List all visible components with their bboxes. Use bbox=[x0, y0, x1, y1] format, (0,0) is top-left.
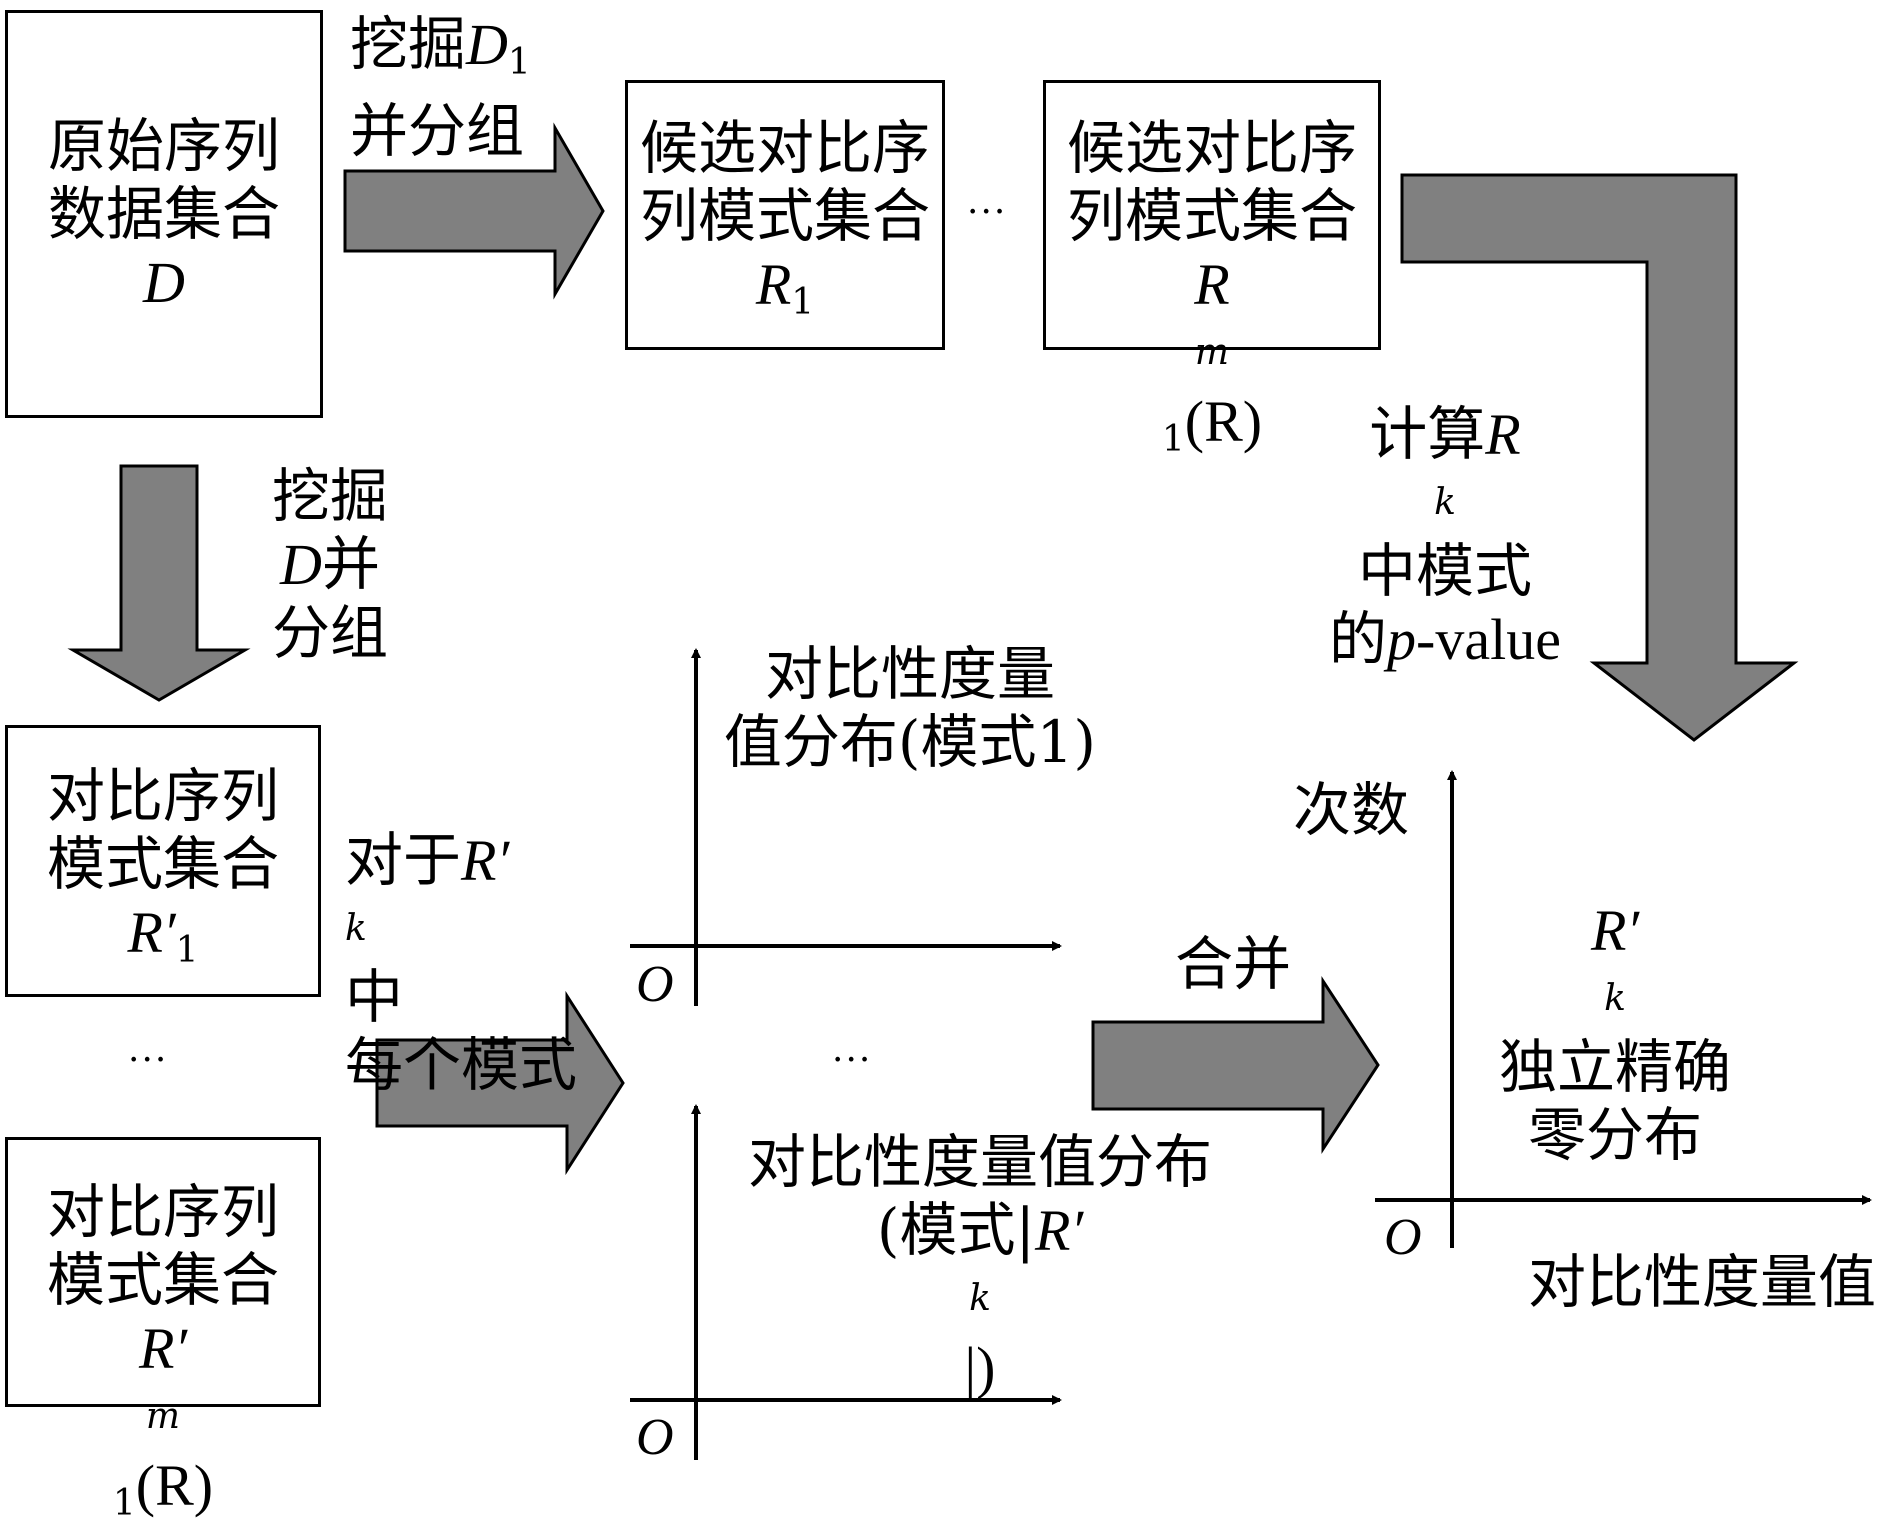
original-data-label: 原始序列 数据集合 D bbox=[5, 112, 323, 317]
candidate-r1-box bbox=[625, 80, 945, 350]
candidate-rm-line1: 候选对比序 bbox=[1066, 114, 1357, 182]
original-data-line2: 数据集合 bbox=[47, 180, 280, 248]
original-data-box bbox=[5, 10, 323, 418]
contrast-r1-symbol: R′ bbox=[127, 900, 176, 965]
candidate-rm-sub-1: 1 bbox=[1161, 419, 1185, 460]
pvalue-value: -value bbox=[1416, 607, 1561, 672]
candidate-rm-symbol: R bbox=[1194, 252, 1230, 317]
ellipsis-top: ··· bbox=[967, 192, 1008, 233]
original-data-symbol: D bbox=[143, 250, 185, 315]
each-pattern-in: 中 bbox=[345, 963, 404, 1031]
mine-d1-symbol: D bbox=[466, 12, 508, 77]
plot1-title-line1: 对比性度量 bbox=[764, 640, 1055, 708]
mine-d-symbol: D bbox=[280, 532, 322, 597]
contrast-rm-line1: 对比序列 bbox=[46, 1178, 279, 1246]
mine-d1-verb: 挖掘 bbox=[350, 10, 467, 78]
pvalue-symbol: R bbox=[1485, 402, 1521, 467]
ellipsis-middle: ··· bbox=[832, 1040, 873, 1081]
plot1-origin: O bbox=[636, 956, 674, 1013]
ellipsis-left: ··· bbox=[128, 1040, 169, 1081]
candidate-rm-box bbox=[1043, 80, 1381, 350]
contrast-r1-sub: 1 bbox=[175, 930, 199, 971]
pvalue-of: 的 bbox=[1329, 605, 1388, 673]
null-title-symbol: R′ bbox=[1590, 898, 1640, 963]
pvalue-line1-tail: 中模式 bbox=[1357, 537, 1532, 605]
contrast-r1-box bbox=[5, 725, 321, 997]
contrast-rm-sub-m: m bbox=[145, 1396, 181, 1437]
candidate-rm-tail: (R) bbox=[1184, 389, 1263, 454]
each-pattern-sub: k bbox=[345, 908, 367, 949]
plotk-title-open: (模式| bbox=[876, 1196, 1036, 1264]
contrast-r1-line2: 模式集合 bbox=[46, 830, 279, 898]
candidate-r1-line1: 候选对比序 bbox=[639, 114, 930, 182]
contrast-r1-line1: 对比序列 bbox=[46, 762, 279, 830]
arrow-mine-d1 bbox=[343, 122, 605, 300]
mine-d-label: 挖掘 D并 分组 bbox=[265, 462, 395, 667]
plotk-title: 对比性度量值分布 (模式|R′ k |) bbox=[720, 1128, 1240, 1402]
plotk-title-sub: k bbox=[969, 1278, 991, 1319]
candidate-r1-sub: 1 bbox=[791, 282, 815, 323]
plotk-title-close: |) bbox=[964, 1335, 996, 1400]
mine-d1-line2: 并分组 bbox=[350, 97, 525, 165]
mine-d1-sub: 1 bbox=[507, 42, 531, 83]
null-origin: O bbox=[1384, 1209, 1422, 1266]
diagram-canvas bbox=[67, 122, 1872, 1460]
contrast-rm-label: 对比序列 模式集合 R′ m 1(R) bbox=[5, 1178, 321, 1538]
null-title-sub: k bbox=[1604, 978, 1626, 1019]
plotk-origin: O bbox=[636, 1409, 674, 1466]
null-xlabel: 对比性度量值 bbox=[1528, 1248, 1877, 1316]
contrast-rm-tail: (R) bbox=[135, 1453, 214, 1518]
arrow-mine-d bbox=[67, 464, 251, 702]
each-pattern-for: 对于 bbox=[345, 826, 462, 894]
plot1-title-line2: 值分布(模式1) bbox=[723, 708, 1097, 776]
mine-d-line1: 挖掘 bbox=[271, 462, 388, 530]
contrast-rm-sub-1: 1 bbox=[112, 1483, 136, 1524]
candidate-r1-line2: 列模式集合 bbox=[639, 182, 930, 250]
contrast-r1-label: 对比序列 模式集合 R′1 bbox=[5, 762, 321, 985]
null-ylabel: 次数 bbox=[1293, 776, 1410, 844]
each-pattern-symbol: R′ bbox=[461, 828, 510, 893]
each-pattern-line2: 每个模式 bbox=[345, 1031, 578, 1099]
arrow-merge bbox=[1091, 975, 1380, 1155]
mine-d-line3: 分组 bbox=[271, 599, 388, 667]
candidate-rm-line2: 列模式集合 bbox=[1066, 182, 1357, 250]
null-title-line2: 独立精确 bbox=[1498, 1033, 1731, 1101]
plotk-title-line1: 对比性度量值分布 bbox=[747, 1128, 1212, 1196]
contrast-rm-line2: 模式集合 bbox=[46, 1246, 279, 1314]
mine-d1-label: 挖掘D1 并分组 bbox=[350, 10, 531, 165]
arrow-each-pattern bbox=[375, 990, 625, 1176]
candidate-r1-symbol: R bbox=[755, 252, 792, 317]
candidate-rm-sub-m: m bbox=[1194, 332, 1230, 373]
pvalue-sub: k bbox=[1434, 482, 1456, 523]
mine-d-line2-text: 并 bbox=[321, 530, 380, 598]
contrast-rm-box bbox=[5, 1137, 321, 1407]
plot1-title: 对比性度量 值分布(模式1) bbox=[720, 640, 1100, 776]
arrow-pvalue-elbow bbox=[1400, 173, 1799, 742]
original-data-line1: 原始序列 bbox=[47, 112, 280, 180]
null-title: R′ k 独立精确 零分布 bbox=[1475, 896, 1755, 1169]
candidate-r1-label: 候选对比序 列模式集合 R1 bbox=[625, 114, 945, 337]
pvalue-compute: 计算 bbox=[1369, 400, 1486, 468]
pvalue-p: p bbox=[1387, 607, 1417, 672]
merge-label: 合并 bbox=[1175, 930, 1292, 998]
null-title-line3: 零分布 bbox=[1527, 1101, 1702, 1169]
contrast-rm-symbol: R′ bbox=[138, 1316, 188, 1381]
plotk-title-symbol: R′ bbox=[1035, 1198, 1084, 1263]
